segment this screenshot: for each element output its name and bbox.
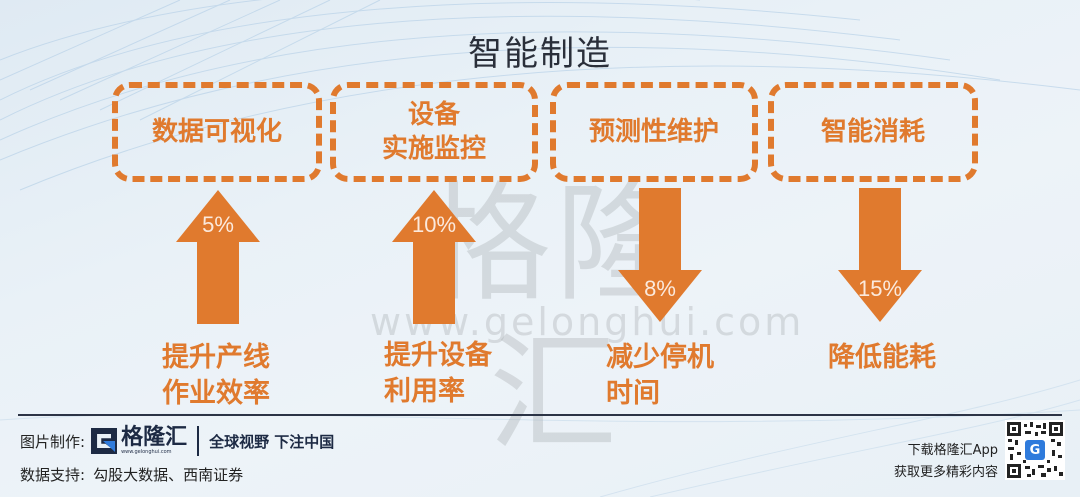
effect-line1: 减少停机 [606,342,714,373]
percent-label: 10% [411,212,457,237]
category-box-smart-consumption: 智能消耗 [768,82,978,182]
qr-code[interactable]: G [1005,420,1065,480]
brand-name: 格隆汇 [121,425,188,450]
up-arrow-icon: 10% [392,190,476,324]
category-label-line1: 设备 [407,100,460,130]
gelonghui-logo-icon [91,428,118,454]
down-arrow-icon: 8% [618,188,702,322]
app-promo: 下载格隆汇App 获取更多精彩内容 [894,440,998,484]
category-box-equipment-monitoring: 设备 实施监控 [330,82,538,182]
category-label-line2: 实施监控 [381,134,486,164]
category-label: 智能消耗 [820,117,925,147]
made-by-row: 图片制作: 格隆汇 www.gelonghui.com 全球视野 下注中国 [20,426,334,456]
gelonghui-badge-icon: G [1025,440,1045,460]
effect-line2: 作业效率 [162,378,270,409]
effect-label-energy: 降低能耗 [828,340,936,376]
effect-line1: 提升设备 [384,340,492,371]
category-label: 数据可视化 [151,117,282,147]
effect-line2: 利用率 [384,376,465,407]
logo-separator [197,426,200,456]
slogan: 全球视野 下注中国 [209,432,335,451]
effect-label-downtime: 减少停机 时间 [606,340,714,412]
category-box-predictive-maintenance: 预测性维护 [550,82,758,182]
footer-divider [18,414,1062,416]
data-source-row: 数据支持: 勾股大数据、西南证券 [20,464,243,485]
down-arrow-icon: 15% [838,188,922,322]
data-source-value: 勾股大数据、西南证券 [93,466,244,484]
category-box-data-visualization: 数据可视化 [112,82,322,182]
effect-line1: 提升产线 [162,342,270,373]
up-arrow-icon: 5% [176,190,260,324]
percent-label: 5% [202,212,234,237]
brand-url: www.gelonghui.com [121,449,172,455]
effect-label-equipment-utilization: 提升设备 利用率 [384,338,492,410]
data-source-label: 数据支持: [20,466,86,484]
percent-label: 8% [644,276,676,301]
brand-logo: 格隆汇 www.gelonghui.com [121,425,188,456]
page-title: 智能制造 [468,34,612,74]
effect-line2: 时间 [606,378,660,409]
made-by-label: 图片制作: [20,432,86,451]
effect-line1: 降低能耗 [828,342,936,373]
effect-label-production-efficiency: 提升产线 作业效率 [162,340,270,412]
app-promo-line1: 下载格隆汇App [907,443,998,458]
percent-label: 15% [857,276,903,301]
app-promo-line2: 获取更多精彩内容 [893,465,998,480]
category-label: 预测性维护 [588,117,719,147]
